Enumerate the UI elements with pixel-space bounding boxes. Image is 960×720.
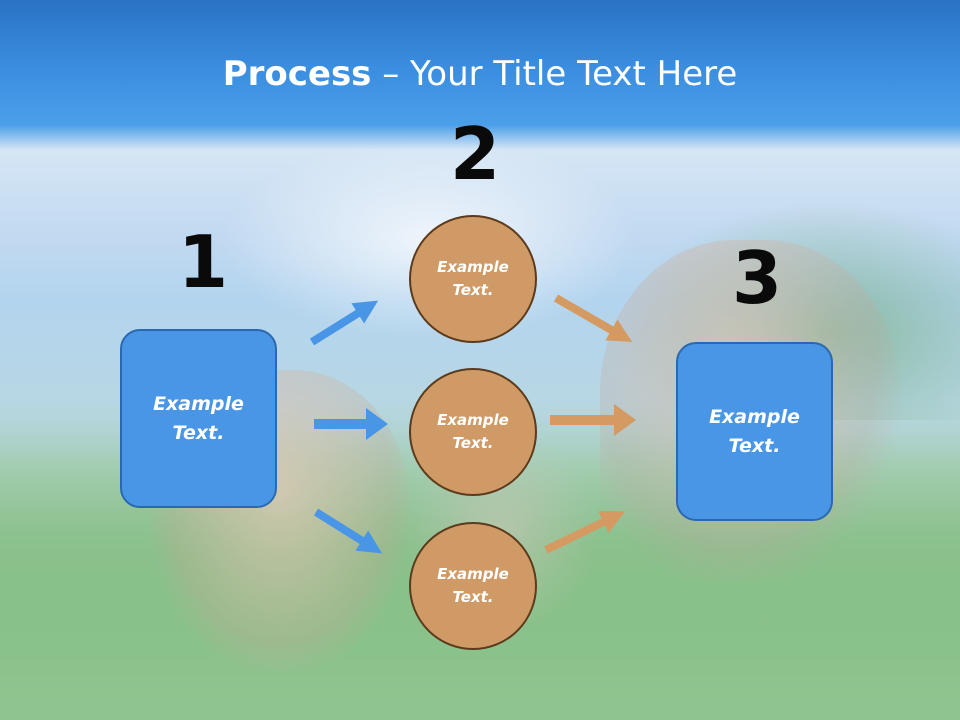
- circle-bottom-line2: Text.: [452, 588, 494, 606]
- slide-title: Process – Your Title Text Here: [0, 52, 960, 96]
- orange-arrow-up: [544, 511, 626, 554]
- orange-arrow-down: [554, 294, 633, 342]
- title-bold: Process: [222, 54, 372, 94]
- blue-arrows: [309, 300, 388, 554]
- orange-arrows: [544, 294, 636, 554]
- blue-arrow-middle: [314, 408, 388, 440]
- circle-top-line1: Example: [437, 258, 509, 276]
- circle-bottom-line1: Example: [437, 565, 509, 583]
- blue-arrow-down: [313, 508, 383, 554]
- step-3-text-line1: Example: [709, 405, 800, 428]
- step-1-text-line2: Text.: [172, 421, 225, 444]
- step-1-text-line1: Example: [153, 392, 244, 415]
- circle-middle-line1: Example: [437, 411, 509, 429]
- orange-arrow-middle: [550, 404, 636, 436]
- circle-middle-line2: Text.: [452, 434, 494, 452]
- step-3-text-line2: Text.: [728, 434, 781, 457]
- step-number-3: 3: [732, 236, 783, 320]
- blue-arrow-up: [309, 300, 379, 346]
- title-rest: – Your Title Text Here: [371, 54, 738, 94]
- step-number-1: 1: [178, 220, 229, 304]
- circle-top-line2: Text.: [452, 281, 494, 299]
- step-number-2: 2: [450, 112, 501, 196]
